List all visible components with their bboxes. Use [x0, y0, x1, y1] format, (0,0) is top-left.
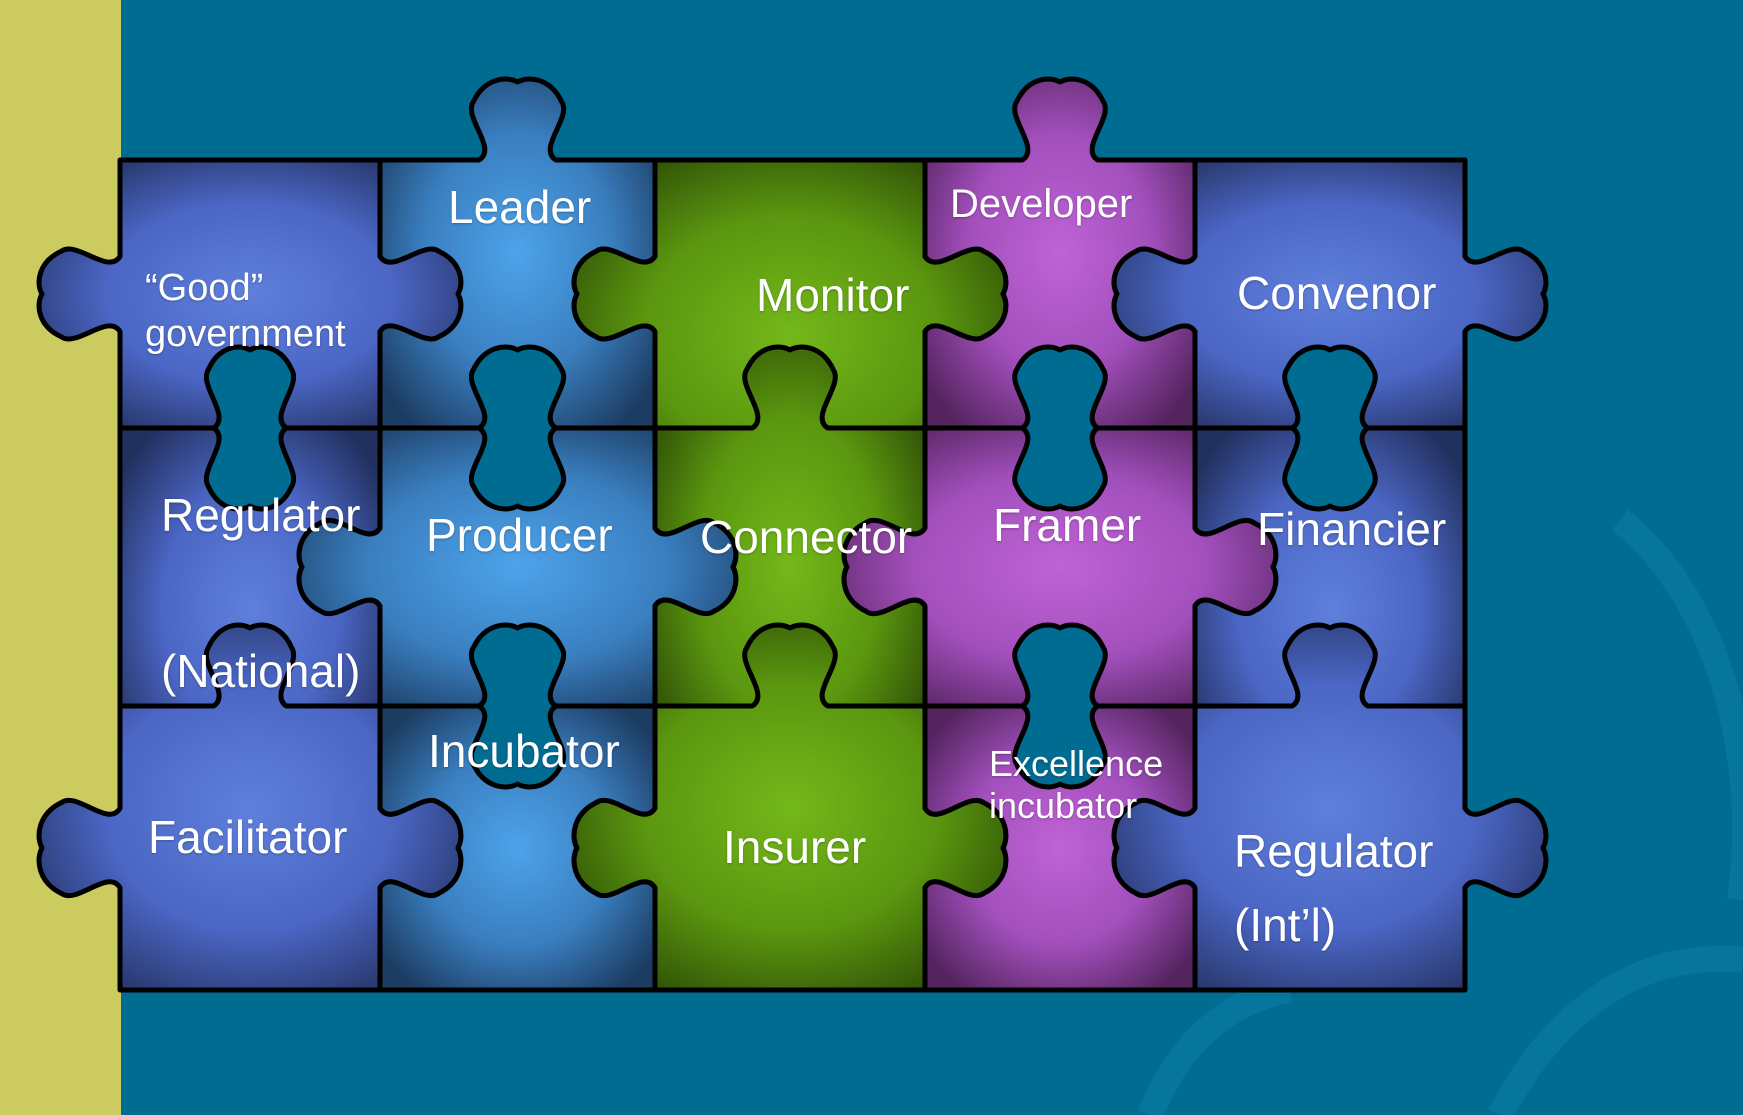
- piece-label-producer: Producer: [426, 509, 613, 561]
- piece-label-financier: Financier: [1257, 503, 1447, 555]
- piece-label-incubator: Incubator: [428, 725, 620, 777]
- left-strip: [0, 0, 121, 1115]
- background-watermark: [1137, 509, 1743, 1115]
- puzzle-piece-convenor: [1111, 157, 1549, 431]
- piece-label-facilitator: Facilitator: [148, 811, 348, 863]
- piece-label-leader: Leader: [448, 181, 592, 233]
- piece-label-regulator-national-line-1: Regulator: [161, 489, 361, 541]
- piece-label-excellence-incubator-line-1: Excellence: [989, 743, 1164, 784]
- piece-label-regulator-national-line-2: (National): [161, 645, 361, 697]
- piece-label-insurer: Insurer: [723, 821, 867, 873]
- piece-label-monitor: Monitor: [756, 269, 910, 321]
- piece-label-connector: Connector: [700, 511, 913, 563]
- piece-label-good-government-line-1: “Good”: [145, 267, 264, 309]
- piece-label-regulator-intl-line-2: (Int’l): [1234, 899, 1337, 951]
- piece-label-regulator-intl-line-1: Regulator: [1234, 825, 1434, 877]
- piece-label-good-government-line-2: government: [145, 313, 346, 355]
- puzzle-piece-regulator-intl: [1111, 622, 1549, 993]
- piece-label-framer: Framer: [993, 499, 1142, 551]
- piece-label-excellence-incubator-line-2: incubator: [989, 785, 1138, 826]
- piece-label-convenor: Convenor: [1237, 267, 1437, 319]
- piece-label-developer: Developer: [950, 182, 1133, 226]
